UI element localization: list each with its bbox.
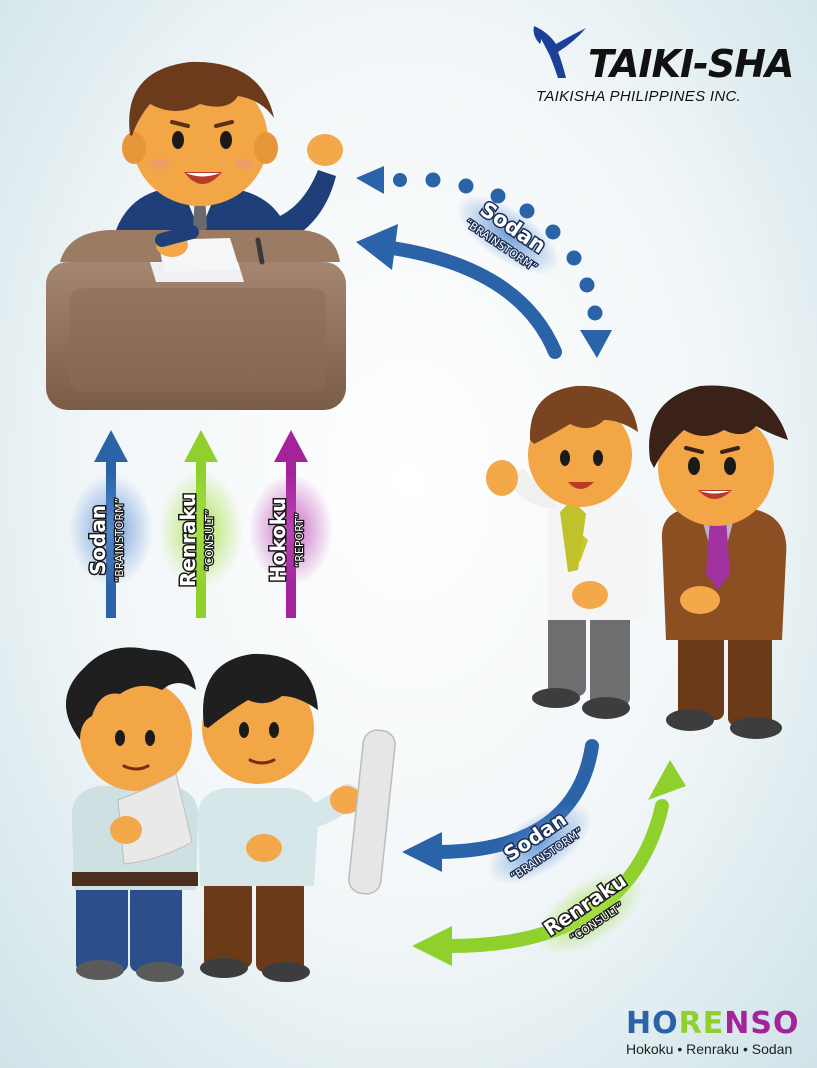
vertical-hokoku-subtitle: “REPORT” — [293, 513, 306, 567]
horenso-letter: S — [750, 1006, 773, 1041]
horenso-letter: R — [678, 1006, 703, 1041]
vertical-arrow-hokoku: Hokoku “REPORT” — [249, 430, 333, 618]
top-arrow-dotted — [356, 166, 612, 358]
worker-with-blueprint — [197, 653, 396, 982]
horenso-wordmark: HORENSO — [626, 1008, 799, 1040]
vertical-sodan-subtitle: “BRAINSTORM” — [113, 498, 126, 582]
manager-in-white-shirt — [486, 385, 649, 719]
worker-with-paper — [65, 647, 199, 982]
logo-subtitle: TAIKISHA PHILIPPINES INC. — [536, 88, 742, 105]
vertical-renraku-subtitle: “CONSULT” — [203, 509, 216, 571]
horenso-letter: O — [772, 1006, 800, 1041]
horenso-letter: E — [702, 1006, 725, 1041]
top-arrow-solid — [356, 224, 562, 359]
horenso-letter: H — [626, 1006, 653, 1041]
horenso-footer: HORENSO Hokoku • Renraku • Sodan — [626, 1008, 799, 1058]
vertical-arrow-renraku: Renraku “CONSULT” — [159, 430, 243, 618]
horenso-letter: N — [724, 1006, 751, 1041]
vertical-hokoku-title: Hokoku — [266, 498, 290, 583]
company-logo: TAIKI-SHA TAIKISHA PHILIPPINES INC. — [528, 22, 798, 112]
horenso-letter: O — [652, 1006, 679, 1041]
vertical-sodan-title: Sodan — [86, 505, 110, 575]
manager-in-brown-suit — [649, 385, 788, 739]
desk — [46, 225, 346, 410]
vertical-arrow-sodan: Sodan “BRAINSTORM” — [69, 430, 153, 618]
vertical-renraku-title: Renraku — [176, 493, 200, 587]
taikisha-mark-icon — [533, 26, 586, 78]
horenso-tagline: Hokoku • Renraku • Sodan — [626, 1041, 793, 1057]
logo-name: TAIKI-SHA — [588, 42, 794, 86]
